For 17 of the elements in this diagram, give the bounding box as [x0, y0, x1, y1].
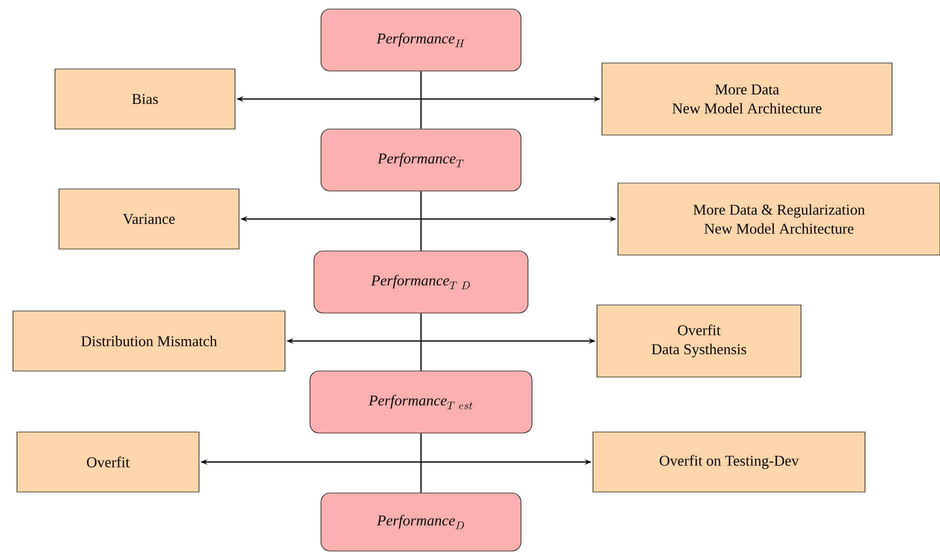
- performance-box: $\mathit{Performance}_{T}$: [320, 128, 522, 192]
- performance-box: $\mathit{Performance}_{T\ D}$: [314, 250, 528, 314]
- remedy-box: Overfit Data Systhensis: [596, 304, 802, 378]
- cause-box: Distribution Mismatch: [12, 310, 286, 372]
- performance-box: $\mathit{Performance}_{H}$: [320, 8, 522, 72]
- cause-box: Overfit: [16, 432, 200, 492]
- performance-box: $\mathit{Performance}_{T\ est}$: [310, 370, 532, 434]
- connector-line: [420, 191, 422, 251]
- remedy-box: More Data New Model Architecture: [602, 62, 892, 136]
- cause-box: Variance: [58, 188, 240, 250]
- remedy-box: Overfit on Testing-Dev: [592, 432, 866, 492]
- connector-line: [420, 71, 422, 129]
- cause-box: Bias: [54, 68, 236, 130]
- performance-box: $\mathit{Performance}_{D}$: [320, 492, 522, 552]
- remedy-box: More Data & Regularization New Model Architecture: [618, 182, 940, 256]
- connector-line: [420, 313, 422, 371]
- connector-line: [420, 433, 422, 493]
